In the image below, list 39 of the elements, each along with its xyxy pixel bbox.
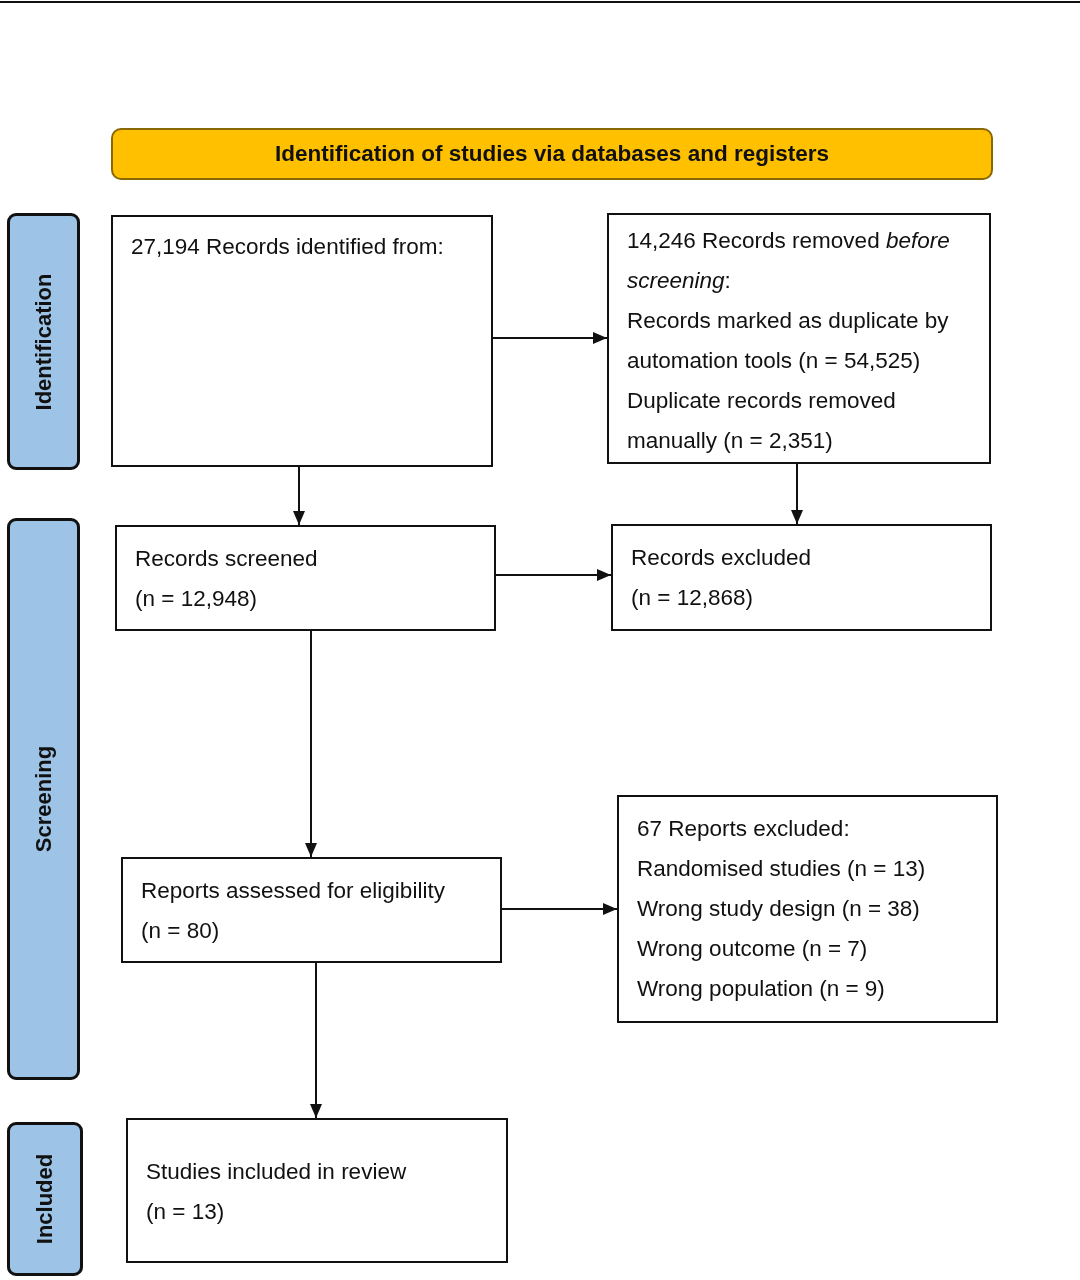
- flow-arrow: [495, 569, 612, 581]
- process-box: [111, 215, 493, 467]
- flow-arrow: [293, 466, 305, 526]
- step-detail: Wrong study design (n = 38): [637, 895, 921, 923]
- flow-arrow: [501, 903, 618, 915]
- process-box: [607, 213, 991, 464]
- flow-arrow: [305, 630, 317, 858]
- step-detail: Randomised studies (n = 13): [637, 855, 927, 883]
- step-detail: (n = 80): [141, 917, 221, 945]
- process-box: [611, 524, 992, 631]
- step-title: 14,246 Records removed before screening:: [627, 227, 951, 295]
- process-box: [617, 795, 998, 1023]
- step-detail: Duplicate records removed manually (n = 2,351): [627, 387, 897, 455]
- process-box: [126, 1118, 508, 1263]
- flow-arrow: [791, 463, 803, 525]
- stage-label: Included: [32, 1153, 58, 1245]
- step-detail: Wrong population (n = 9): [637, 975, 886, 1003]
- step-detail: Wrong outcome (n = 7): [637, 935, 869, 963]
- stage-band: [7, 518, 80, 1080]
- stage-label: Identification: [30, 273, 57, 410]
- process-box: [115, 525, 496, 631]
- stage-band: [7, 1122, 83, 1276]
- flow-arrow: [310, 962, 322, 1119]
- stage-label: Screening: [30, 745, 57, 853]
- step-title: 27,194 Records identified from:: [131, 233, 445, 261]
- step-detail: Records marked as duplicate by automation tools (n = 54,525): [627, 307, 950, 375]
- step-title: Records screened: [135, 545, 319, 573]
- step-detail: (n = 12,948): [135, 585, 258, 613]
- step-title: Studies included in review: [146, 1158, 408, 1186]
- step-detail: (n = 13): [146, 1198, 226, 1226]
- step-title: Reports assessed for eligibility: [141, 877, 446, 905]
- phase-heading: Identification of studies via databases and registers: [275, 141, 829, 167]
- step-detail: (n = 12,868): [631, 584, 754, 612]
- process-box: [121, 857, 502, 963]
- stage-band: [7, 213, 80, 470]
- flow-arrow: [492, 332, 608, 344]
- step-title: 67 Reports excluded:: [637, 815, 851, 843]
- phase-header-band: [111, 128, 993, 180]
- step-title: Records excluded: [631, 544, 813, 572]
